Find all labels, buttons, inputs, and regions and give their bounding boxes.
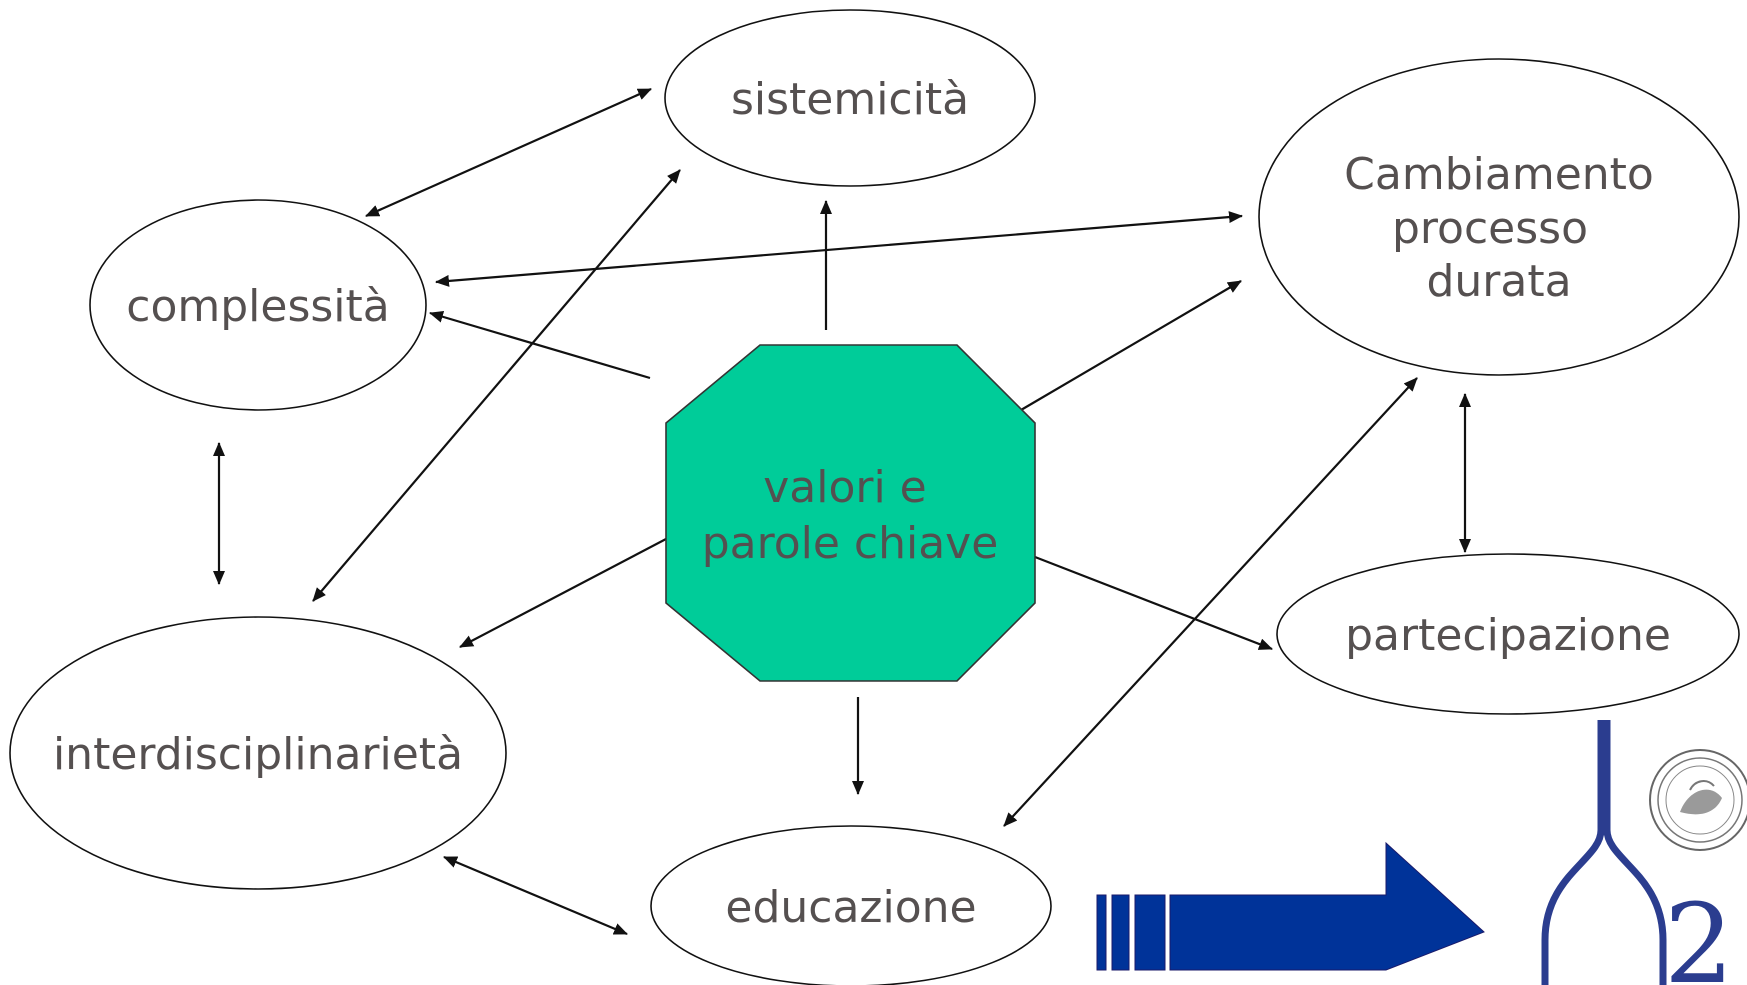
edge-complessita-sistemicita	[365, 87, 652, 218]
node-interdisciplinarieta: interdisciplinarietà	[9, 616, 507, 890]
node-sistemicita-label: sistemicità	[731, 74, 969, 125]
node-educazione: educazione	[650, 825, 1052, 985]
edge-center-interdisciplinarieta	[459, 538, 667, 648]
edge-center-complessita	[429, 310, 651, 380]
node-cambiamento-label-2: processo	[1392, 203, 1588, 254]
edge-center-cambiamento	[1020, 280, 1242, 411]
node-complessita-label: complessità	[126, 281, 389, 332]
mole-antonelliana-icon	[1541, 720, 1667, 985]
node-interdisciplinarieta-label: interdisciplinarietà	[53, 729, 463, 780]
node-complessita: complessità	[89, 199, 427, 411]
node-cambiamento-label-3: durata	[1426, 256, 1571, 307]
node-sistemicita: sistemicità	[664, 9, 1036, 187]
node-educazione-label: educazione	[725, 882, 976, 933]
arrow-stripe-1	[1096, 894, 1107, 971]
agenda21-logo: 21	[1541, 720, 1747, 985]
logo-text: 21	[1664, 880, 1747, 985]
arrow-stripe-3	[1134, 894, 1166, 971]
center-octagon: valori e parole chiave	[665, 344, 1036, 682]
edge-center-partecipazione	[1034, 555, 1273, 651]
node-partecipazione-label: partecipazione	[1345, 610, 1671, 661]
center-label-1: valori e	[763, 462, 927, 513]
node-cambiamento: Cambiamento processo durata	[1258, 58, 1740, 376]
university-seal-icon	[1649, 749, 1747, 851]
center-octagon-shape	[665, 344, 1036, 682]
edge-complessita-cambiamento	[435, 211, 1243, 287]
edges	[213, 87, 1471, 936]
node-cambiamento-label-1: Cambiamento	[1344, 149, 1654, 200]
node-partecipazione: partecipazione	[1276, 553, 1740, 715]
edge-sistemicita-interdisciplinarieta	[312, 169, 681, 602]
edge-interdisciplinarieta-educazione	[443, 855, 628, 936]
arrow-stripe-2	[1111, 894, 1130, 971]
block-arrow-right-icon	[1096, 841, 1485, 971]
center-label-2: parole chiave	[702, 518, 999, 569]
arrow-body	[1169, 841, 1485, 971]
edge-cambiamento-educazione	[1003, 377, 1418, 827]
